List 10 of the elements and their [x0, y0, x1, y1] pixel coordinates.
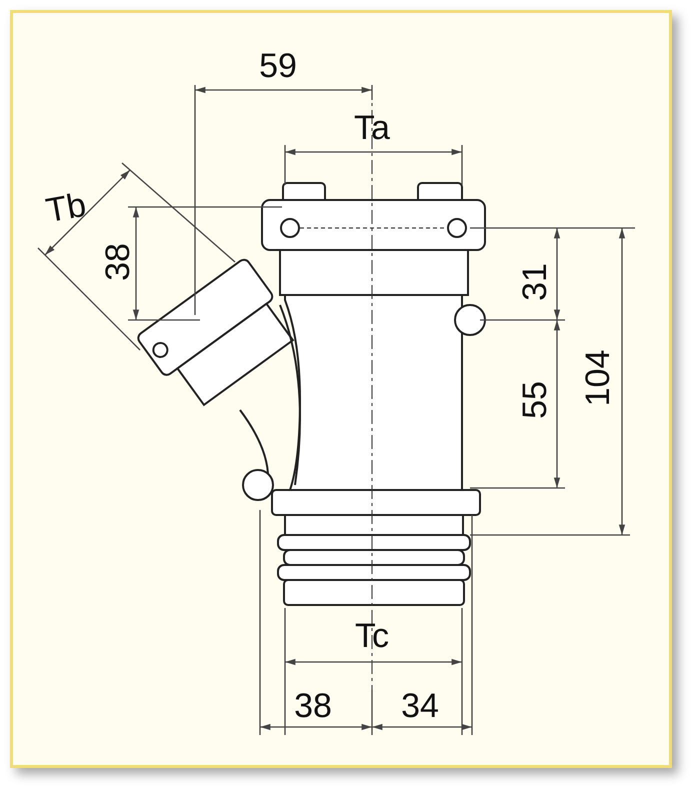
dimension-label: 59 [259, 49, 297, 83]
dimension-label: 104 [581, 350, 615, 406]
dimension-label: Tb [44, 188, 88, 228]
dimension-label: 55 [518, 381, 552, 419]
dimension-label: 31 [518, 263, 552, 301]
dimension-label: 38 [294, 689, 332, 723]
dimension-label: 38 [101, 243, 135, 281]
dimension-label: 34 [401, 689, 439, 723]
dimension-label: Tc [355, 619, 389, 653]
dimension-label: Ta [354, 111, 390, 145]
